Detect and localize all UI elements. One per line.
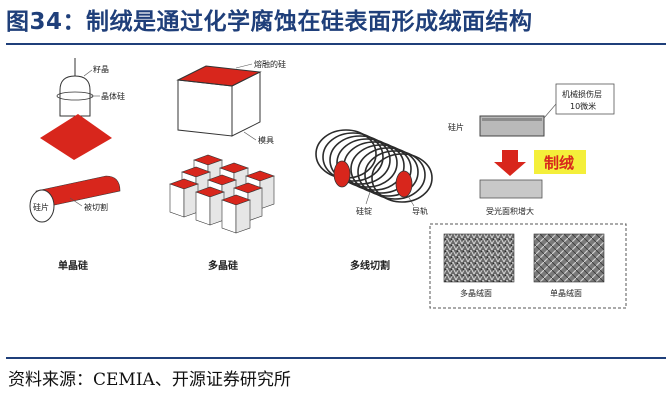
footer-rule bbox=[6, 357, 666, 359]
wire-loop bbox=[336, 138, 398, 188]
wire-saw-panel: 硅锭 导轨 多线切割 bbox=[315, 129, 433, 272]
mono-surface-label: 单晶绒面 bbox=[550, 288, 582, 298]
wire-loop bbox=[357, 147, 419, 197]
wire-loop bbox=[371, 153, 433, 203]
texturing-panel: 硅片 机械损伤层 10微米 制绒 受光面积增大 多晶绒面 单晶绒面 bbox=[429, 83, 627, 309]
grain-block bbox=[221, 194, 251, 234]
mono-caption: 单晶硅 bbox=[58, 259, 88, 272]
wafer-after bbox=[479, 179, 543, 199]
melt-plate bbox=[40, 114, 112, 160]
down-arrow-icon bbox=[494, 150, 526, 176]
seed-label: 籽晶 bbox=[93, 64, 109, 74]
wire-loop bbox=[329, 135, 391, 185]
mono-texture-image bbox=[533, 233, 605, 283]
mold-top-melt bbox=[178, 66, 260, 86]
multi-surface-label: 多晶绒面 bbox=[460, 288, 492, 298]
wire-loop bbox=[364, 150, 426, 200]
mold-label: 模具 bbox=[258, 135, 274, 145]
figure-title: 图34：制绒是通过化学腐蚀在硅表面形成绒面结构 bbox=[6, 9, 533, 35]
process-label: 制绒 bbox=[544, 154, 574, 172]
guide-roller-right bbox=[395, 170, 413, 198]
grain-block bbox=[169, 178, 199, 218]
slice-ellipse bbox=[29, 189, 55, 223]
guide-roller-left bbox=[333, 160, 351, 188]
wafer-ingot-label: 硅锭 bbox=[356, 206, 372, 216]
wire-loop bbox=[322, 132, 384, 182]
grain-blocks bbox=[169, 154, 275, 234]
ingot-label: 晶体硅 bbox=[101, 91, 125, 101]
result-label: 受光面积增大 bbox=[486, 206, 534, 216]
damage-label-2: 10微米 bbox=[570, 101, 596, 111]
multi-caption: 多晶硅 bbox=[208, 259, 238, 272]
multi-silicon-panel: 熔融的硅 模具 多晶硅 bbox=[169, 59, 286, 272]
ingot-shape bbox=[59, 75, 91, 117]
wire-loop bbox=[350, 144, 412, 194]
damage-label-1: 机械损伤层 bbox=[562, 89, 602, 99]
damage-layer-callout bbox=[555, 83, 615, 115]
slice-label: 硅片 bbox=[33, 202, 49, 212]
wafer-label: 硅片 bbox=[448, 122, 464, 132]
source-note: 资料来源：CEMIA、开源证券研究所 bbox=[8, 370, 291, 390]
guide-label: 导轨 bbox=[412, 206, 428, 216]
grain-block bbox=[195, 186, 225, 226]
wire-coils bbox=[315, 129, 433, 203]
cut-label: 被切割 bbox=[84, 202, 108, 212]
process-badge bbox=[534, 150, 586, 174]
mono-silicon-panel: 籽晶 晶体硅 硅片 被切割 单晶硅 bbox=[29, 58, 125, 272]
multi-texture-image bbox=[443, 233, 515, 283]
process-figure: 籽晶 晶体硅 硅片 被切割 单晶硅 熔融的硅 模具 多晶硅 硅锭 导轨 多线切割… bbox=[29, 58, 627, 309]
wire-caption: 多线切割 bbox=[350, 259, 390, 272]
title-rule bbox=[6, 43, 666, 45]
melt-label: 熔融的硅 bbox=[254, 59, 286, 69]
